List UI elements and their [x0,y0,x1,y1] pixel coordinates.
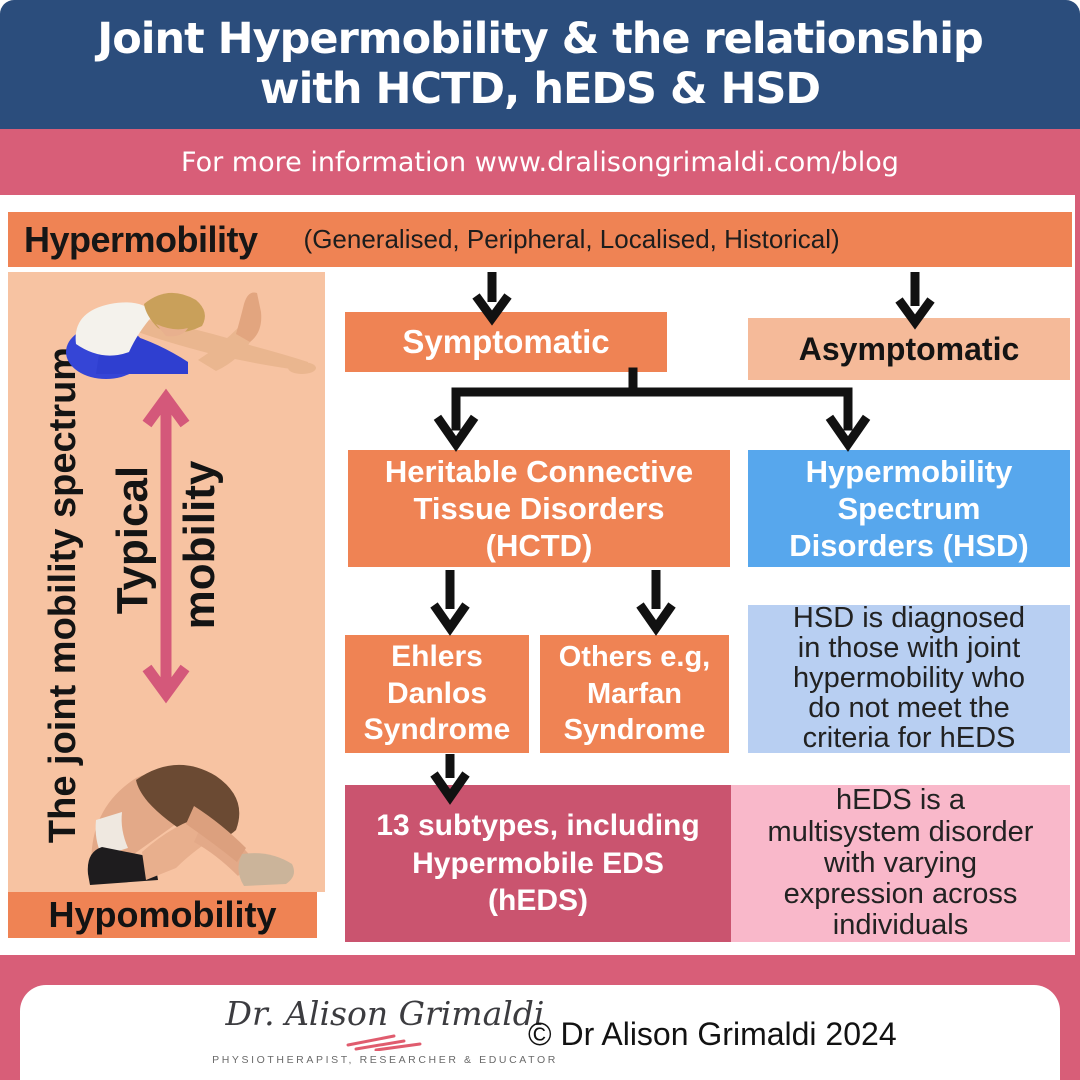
footer-card [20,985,1060,1080]
node-hctd: Heritable Connective Tissue Disorders (H… [348,450,730,567]
node-asymptomatic: Asymptomatic [748,318,1070,380]
node-13-subtypes: 13 subtypes, including Hypermobile EDS (… [345,785,731,942]
hypomobility-photo [87,764,294,886]
right-border-strip [1075,195,1080,955]
node-others-marfan: Others e.g, Marfan Syndrome [540,635,729,753]
copyright-text: © Dr Alison Grimaldi 2024 [528,1016,897,1052]
node-ehlers-danlos: Ehlers Danlos Syndrome [345,635,529,753]
arrow-hctd-to-eds [430,570,470,636]
logo-brush-strokes-icon [346,1034,422,1051]
subtitle-band: For more information www.dralisongrimald… [0,129,1080,195]
brand-logo: Dr. Alison Grimaldi PHYSIOTHERAPIST, RES… [212,994,555,1066]
logo-name: Dr. Alison Grimaldi [225,994,545,1033]
typical-mobility-label-word1: Typical [108,465,157,615]
hypermobility-bar: Hypermobility (Generalised, Peripheral, … [8,212,1072,267]
more-info-link-text: For more information www.dralisongrimald… [181,146,899,178]
note-heds-multisystem: hEDS is a multisystem disorder with vary… [731,785,1070,942]
arrow-hctd-to-others [636,570,676,636]
note-hsd-diagnosis: HSD is diagnosed in those with joint hyp… [748,603,1070,753]
hypomobility-bar: Hypomobility [8,892,317,938]
header: Joint Hypermobility & the relationship w… [0,0,1080,129]
hypermobility-bar-note: (Generalised, Peripheral, Localised, His… [303,224,840,254]
typical-mobility-label-word2: mobility [175,460,224,630]
logo-tagline: PHYSIOTHERAPIST, RESEARCHER & EDUCATOR [212,1054,558,1066]
node-symptomatic: Symptomatic [345,312,667,372]
arrow-to-asymptomatic [895,272,935,330]
hypermobility-photo [66,292,316,379]
hypermobility-bar-label: Hypermobility [24,218,258,260]
connector-symptomatic-branch [433,367,871,452]
node-hsd: Hypermobility Spectrum Disorders (HSD) [748,450,1070,567]
page-title: Joint Hypermobility & the relationship w… [97,13,984,114]
